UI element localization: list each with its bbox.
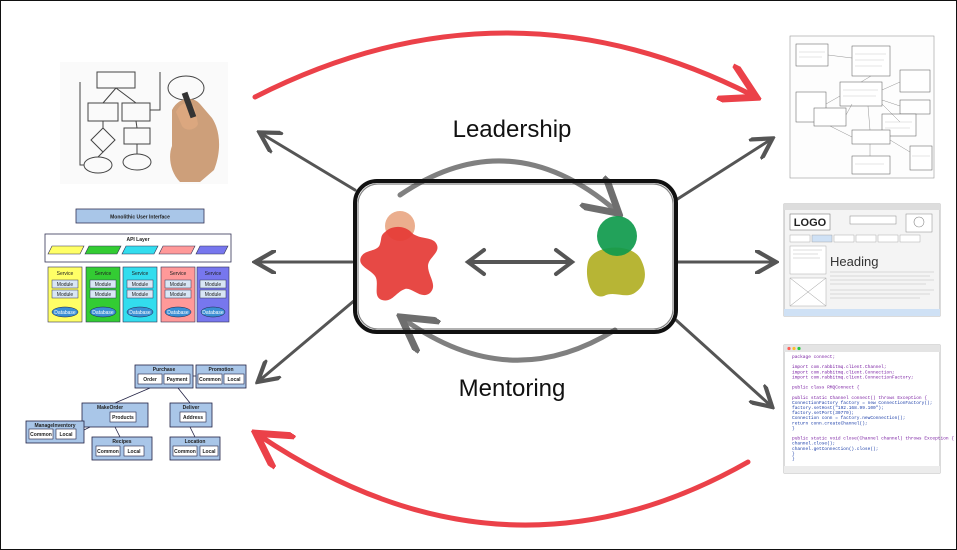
svg-text:Order: Order <box>143 377 157 383</box>
code-line: channel.getConnection().close(); <box>792 446 878 452</box>
arrow-to-code <box>674 318 770 405</box>
svg-text:Common: Common <box>97 449 119 455</box>
code-line: return conn.createChannel(); <box>792 420 868 426</box>
svg-text:Database: Database <box>92 310 114 316</box>
svg-text:Module: Module <box>95 292 112 298</box>
flowchart-sketch <box>60 62 228 184</box>
code-line: } <box>792 425 795 431</box>
mentee-body <box>586 247 645 297</box>
svg-text:Purchase: Purchase <box>153 367 176 373</box>
mentor-body <box>360 226 438 301</box>
arrow-to-tree <box>260 298 357 380</box>
svg-text:Location: Location <box>185 439 206 445</box>
gray-arc-top <box>397 158 615 210</box>
module-tree: Purchase Promotion Order Payment Common … <box>25 364 247 461</box>
svg-text:Promotion: Promotion <box>209 367 234 373</box>
svg-text:Products: Products <box>112 415 134 421</box>
svg-text:Module: Module <box>95 282 112 288</box>
arrow-to-flowchart <box>262 134 357 192</box>
svg-text:Database: Database <box>129 310 151 316</box>
code-line: import com.rabbitmq.client.Connection; <box>792 369 895 375</box>
svg-text:Module: Module <box>132 292 149 298</box>
red-arrow-bottom <box>260 436 751 528</box>
code-line: factory.setHost("192.168.99.100"); <box>792 405 884 411</box>
center-box <box>353 179 678 334</box>
svg-text:Local: Local <box>227 377 241 383</box>
svg-text:Service: Service <box>132 271 149 277</box>
uml-diagram <box>789 35 935 179</box>
svg-text:MakeOrder: MakeOrder <box>97 405 123 411</box>
code-line: Connection conn = factory.newConnection(… <box>792 415 905 421</box>
svg-text:Module: Module <box>170 282 187 288</box>
svg-text:Module: Module <box>57 282 74 288</box>
gray-arc-bottom <box>405 320 618 363</box>
svg-text:Common: Common <box>199 377 221 383</box>
svg-text:Local: Local <box>127 449 141 455</box>
svg-text:Service: Service <box>57 271 74 277</box>
wireframe-logo: LOGO <box>794 217 827 229</box>
svg-text:Module: Module <box>57 292 74 298</box>
wireframe: LOGO Heading <box>783 203 941 317</box>
code-line: import com.rabbitmq.client.Channel; <box>792 364 887 370</box>
code-line: import com.rabbitmq.client.ConnectionFac… <box>792 374 914 380</box>
code-line: } <box>792 456 795 462</box>
svg-text:Address: Address <box>183 415 203 421</box>
leadership-label: Leadership <box>453 116 572 143</box>
svg-text:Database: Database <box>54 310 76 316</box>
mentee-head <box>597 216 637 256</box>
svg-text:Module: Module <box>205 282 222 288</box>
arrow-to-uml <box>674 140 770 202</box>
svg-text:Common: Common <box>174 449 196 455</box>
svg-text:Payment: Payment <box>167 377 188 383</box>
wireframe-heading: Heading <box>830 254 878 269</box>
red-arrow-top <box>252 30 752 97</box>
svg-text:Module: Module <box>205 292 222 298</box>
code-line: ConnectionFactory factory = new Connecti… <box>792 400 932 406</box>
architecture-diagram: Monolithic User Interface API Layer <box>44 208 232 323</box>
mentoring-label: Mentoring <box>459 375 566 402</box>
code-line: public class RMQConnect { <box>792 385 860 391</box>
svg-text:Database: Database <box>167 310 189 316</box>
svg-text:Module: Module <box>170 292 187 298</box>
code-line: package connect; <box>792 354 835 360</box>
svg-text:Local: Local <box>59 432 73 438</box>
code-line: factory.setPort(30770); <box>792 410 854 416</box>
code-editor: package connect; import com.rabbitmq.clie… <box>783 344 954 474</box>
center-box-inner <box>357 183 674 330</box>
svg-text:Database: Database <box>202 310 224 316</box>
svg-text:ManageInventory: ManageInventory <box>34 423 75 429</box>
svg-text:Recipes: Recipes <box>112 439 131 445</box>
code-line: } <box>792 451 795 457</box>
svg-text:Local: Local <box>202 449 216 455</box>
svg-text:Service: Service <box>170 271 187 277</box>
arch-api-label: API Layer <box>126 237 149 243</box>
svg-text:Common: Common <box>30 432 52 438</box>
code-lines: package connect; import com.rabbitmq.clie… <box>792 354 954 462</box>
svg-text:Module: Module <box>132 282 149 288</box>
arch-title: Monolithic User Interface <box>110 215 170 221</box>
svg-text:Deliver: Deliver <box>183 405 200 411</box>
svg-text:Service: Service <box>95 271 112 277</box>
code-line: public static Channel connect() throws E… <box>792 395 927 401</box>
code-line: channel.close(); <box>792 441 835 447</box>
svg-text:Service: Service <box>205 271 222 277</box>
code-line: public static void close(Channel channel… <box>792 436 954 442</box>
exchange-arrow <box>464 248 576 276</box>
